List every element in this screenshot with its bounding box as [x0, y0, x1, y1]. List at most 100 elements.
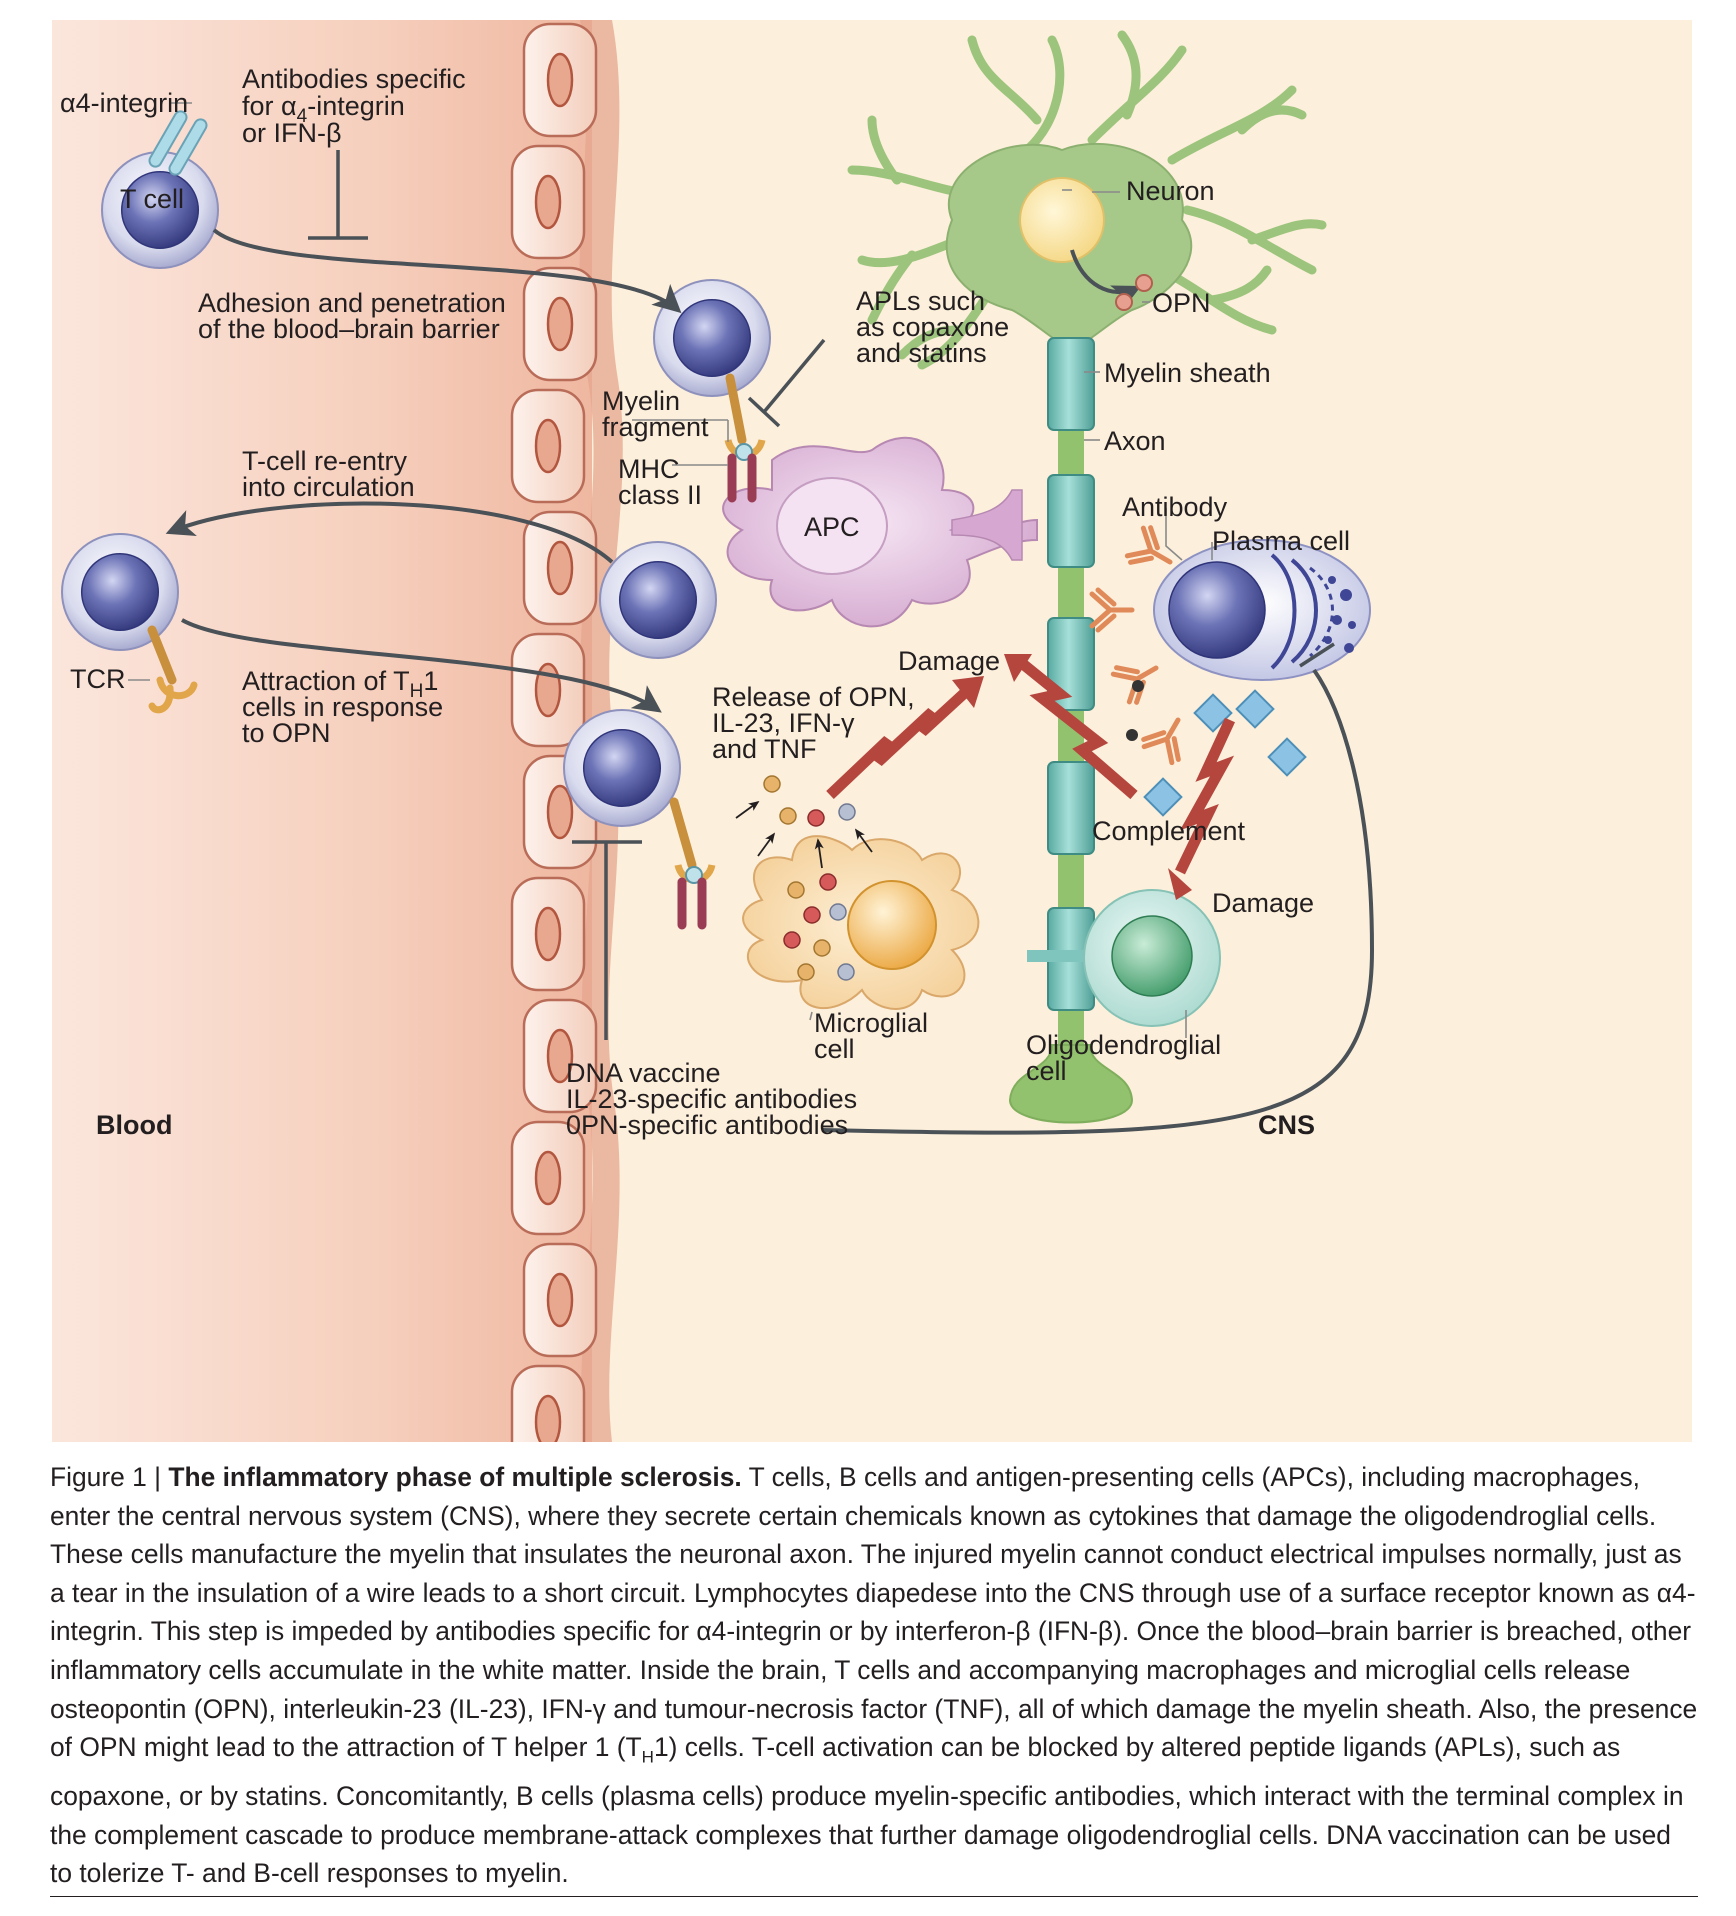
endothelial-cell: [522, 998, 598, 1114]
caption-body-sub: H: [641, 1747, 654, 1767]
label-microglial-line1: Microglial: [814, 1008, 928, 1038]
label-release-line2: IL-23, IFN-γ: [712, 708, 855, 738]
endothelial-cell-column: [510, 22, 598, 1442]
antibody: [1110, 665, 1159, 705]
endothelial-cell: [510, 1364, 586, 1442]
label-blood: Blood: [96, 1110, 172, 1140]
label-attraction-line1: Attraction of TH1: [242, 666, 438, 702]
label-release-line3: and TNF: [712, 734, 817, 764]
myelin-segment: [1047, 761, 1095, 855]
label-apc: APC: [804, 512, 860, 542]
block-antibodies: [308, 150, 368, 240]
plasma-cell: [1153, 539, 1371, 681]
cytokine-particles: [735, 775, 873, 869]
label-opn: OPN: [1152, 288, 1211, 318]
label-cns: CNS: [1258, 1110, 1315, 1140]
label-reentry-line2: into circulation: [242, 472, 415, 502]
opn-particle: [1115, 293, 1133, 311]
label-release-line1: Release of OPN,: [712, 682, 915, 712]
label-vaccine-line2: IL-23-specific antibodies: [566, 1084, 857, 1114]
label-myelin-fragment-line2: fragment: [602, 412, 709, 442]
label-antibodies-line2-a: for α: [242, 91, 297, 121]
myelin-segment: [1047, 474, 1095, 568]
block-plasma: [1299, 642, 1335, 668]
endothelial-cell: [522, 266, 598, 382]
damage-bolt: [1168, 717, 1235, 900]
tcr-mhc-complex-top: [724, 373, 766, 503]
reentry-arrow: [165, 501, 614, 564]
label-plasma-cell: Plasma cell: [1212, 526, 1350, 556]
label-oligo-line2: cell: [1026, 1056, 1067, 1086]
label-antibodies-line2-end: -integrin: [307, 91, 405, 121]
figure-caption: Figure 1 | The inflammatory phase of mul…: [50, 1458, 1698, 1893]
label-antibodies-line2: for α4-integrin: [242, 91, 405, 127]
t-cell: [101, 151, 219, 269]
label-axon: Axon: [1104, 426, 1166, 456]
label-t-cell: T cell: [120, 184, 184, 214]
complement-group: [1126, 680, 1307, 817]
myelin-segment: [1047, 337, 1095, 431]
label-attraction-line3: to OPN: [242, 718, 331, 748]
t-cell: [599, 541, 717, 659]
adhesion-arrow: [212, 228, 682, 314]
block-vaccine: [572, 840, 642, 1040]
tcr-receptor-blood: [147, 625, 198, 714]
tcr-mhc-complex-bottom: [669, 797, 716, 930]
label-alpha4-integrin: α4-integrin: [60, 88, 188, 118]
caption-body: T cells, B cells and antigen-presenting …: [50, 1462, 1698, 1763]
caption-rule: [50, 1896, 1698, 1897]
label-oligo-line1: Oligodendroglial: [1026, 1030, 1221, 1060]
label-vaccine-line1: DNA vaccine: [566, 1058, 721, 1088]
label-apls-line3: and statins: [856, 338, 987, 368]
label-antibodies-line1: Antibodies specific: [242, 64, 466, 94]
label-attraction-line1-b: 1: [423, 666, 438, 696]
apc-cell: [722, 436, 1038, 628]
label-reentry-line1: T-cell re-entry: [242, 446, 408, 476]
t-cell: [563, 709, 681, 827]
opn-particle: [1135, 274, 1153, 292]
label-vaccine-line3: 0PN-specific antibodies: [566, 1110, 848, 1140]
caption-title: The inflammatory phase of multiple scler…: [168, 1462, 742, 1492]
label-myelin-sheath: Myelin sheath: [1104, 358, 1271, 388]
plasma-block-line: [821, 668, 1375, 1135]
label-damage-bottom: Damage: [1212, 888, 1314, 918]
microglial-cell: [742, 835, 980, 1010]
antibody: [1089, 587, 1135, 633]
label-attraction-line1-sub: H: [410, 681, 424, 702]
endothelial-cell: [510, 144, 586, 260]
label-mhc-line2: class II: [618, 480, 702, 510]
endothelial-cell: [510, 1120, 586, 1236]
label-antibodies-line3: or IFN-β: [242, 118, 342, 148]
oligodendroglial-cell: [1027, 889, 1221, 1027]
attraction-arrow: [181, 618, 662, 713]
antibody: [1141, 717, 1181, 766]
endothelial-cell: [522, 22, 598, 138]
endothelial-cell: [522, 1242, 598, 1358]
caption-figure-label: Figure 1 |: [50, 1462, 169, 1492]
endothelial-cell: [510, 632, 586, 748]
label-myelin-fragment-line1: Myelin: [602, 386, 680, 416]
endothelial-cell: [510, 388, 586, 504]
damage-bolt: [826, 676, 984, 799]
damage-bolt: [1004, 654, 1138, 800]
endothelial-cell: [522, 510, 598, 626]
leader-lines: [128, 102, 1213, 1038]
caption-body-end: 1) cells. T-cell activation can be block…: [50, 1732, 1684, 1889]
label-antibody: Antibody: [1122, 492, 1228, 522]
antibody-group: [1089, 525, 1181, 766]
label-apls-line1: APLs such: [856, 286, 985, 316]
label-mhc-line1: MHC: [618, 454, 680, 484]
t-cell: [61, 533, 179, 651]
ms-inflammation-diagram: α4-integrin T cell Antibodies specific f…: [52, 20, 1692, 1442]
t-cell: [653, 279, 771, 397]
label-adhesion-line2: of the blood–brain barrier: [198, 314, 500, 344]
label-adhesion-line1: Adhesion and penetration: [198, 288, 506, 318]
label-complement: Complement: [1092, 816, 1246, 846]
label-microglial-line2: cell: [814, 1034, 855, 1064]
label-tcr: TCR: [70, 664, 126, 694]
label-neuron: Neuron: [1126, 176, 1215, 206]
label-attraction-line2: cells in response: [242, 692, 443, 722]
endothelial-cell: [510, 876, 586, 992]
neuron-nucleus: [1019, 177, 1105, 263]
label-antibodies-line2-sub: 4: [297, 106, 308, 127]
